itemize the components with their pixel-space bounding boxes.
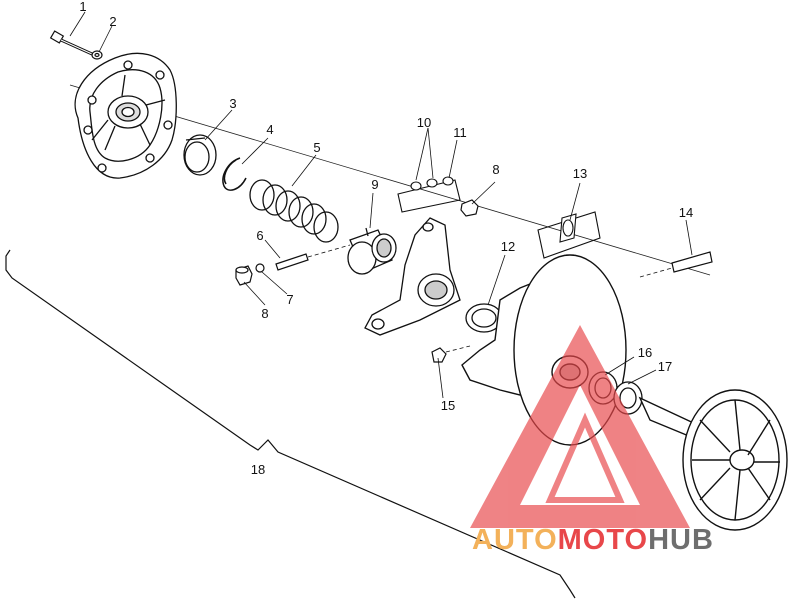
part-fixed-sheave (638, 389, 788, 531)
callout-c1: 1 (79, 0, 86, 14)
part-shaft-pin (671, 251, 713, 273)
part-snap-ring (222, 157, 247, 191)
callout-c4: 4 (266, 122, 273, 137)
watermark-logo (470, 325, 690, 528)
callout-c6: 6 (256, 228, 263, 243)
callout-c7: 7 (286, 292, 293, 307)
part-roller (347, 227, 397, 275)
leader-lines (69, 11, 693, 399)
assembly-axis-line (69, 84, 711, 276)
part-fastener-group (397, 176, 461, 213)
part-thrust-washer (465, 303, 503, 333)
part-o-ring (255, 263, 265, 273)
callout-c18: 18 (251, 462, 265, 477)
part-nut-left (235, 265, 253, 286)
callout-c2: 2 (109, 14, 116, 29)
part-arm-bracket (364, 217, 461, 336)
callout-c11: 11 (453, 125, 467, 140)
watermark-text-auto: AUTO (472, 524, 558, 556)
part-pin (275, 253, 309, 271)
part-small-nut (431, 347, 447, 363)
svg-text:AUTOMOTOHUB: AUTOMOTOHUB (472, 524, 714, 556)
callout-c14: 14 (679, 205, 693, 220)
callout-c8b: 8 (492, 162, 499, 177)
callout-c10: 10 (417, 115, 431, 130)
callout-c13: 13 (573, 166, 587, 181)
callout-c12: 12 (501, 239, 515, 254)
part-bolt (49, 30, 93, 56)
callout-c16: 16 (638, 345, 652, 360)
callout-c15: 15 (441, 398, 455, 413)
callout-c5: 5 (313, 140, 320, 155)
part-nut-right (460, 199, 479, 217)
part-clip (537, 211, 601, 259)
part-bushing-ring (183, 134, 217, 176)
watermark-text-moto: MOTO (558, 524, 648, 556)
callout-c8a: 8 (261, 306, 268, 321)
group-bracket-18 (5, 249, 576, 599)
part-washer (91, 50, 103, 60)
callout-c3: 3 (229, 96, 236, 111)
part-cover-plate (74, 52, 177, 179)
watermark-text-hub: HUB (648, 524, 714, 556)
part-spring (249, 179, 339, 243)
watermark-triangle-icon (470, 325, 690, 528)
callout-c17: 17 (658, 359, 672, 374)
callout-c9: 9 (371, 177, 378, 192)
